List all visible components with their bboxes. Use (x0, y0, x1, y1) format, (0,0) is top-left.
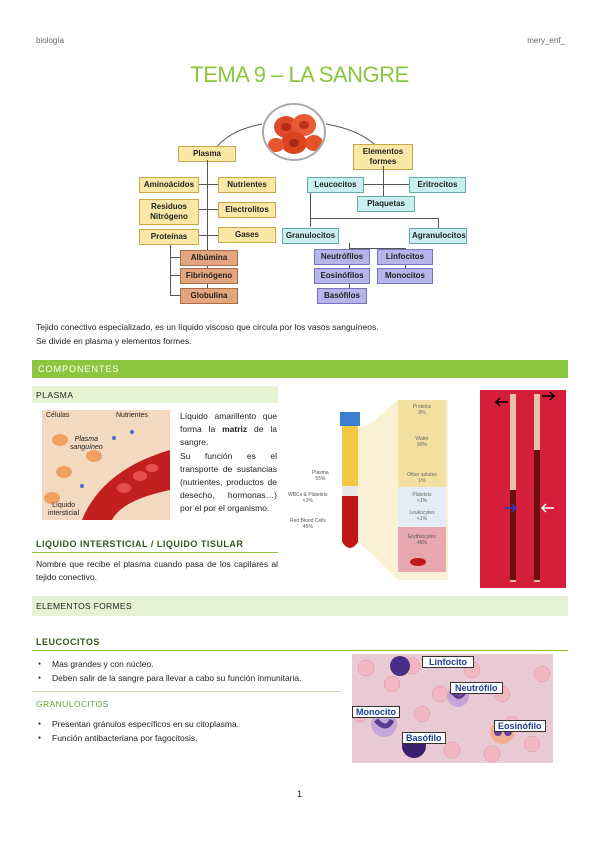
node-gases: Gases (218, 227, 276, 243)
node-linfocitos: Linfocitos (377, 249, 433, 265)
granulocitos-list: Presentan gránulos específicos en su cit… (38, 717, 348, 745)
label-eosinofilo: Eosinófilo (494, 720, 546, 732)
node-globulina: Globulina (180, 288, 238, 304)
label-linfocito: Linfocito (422, 656, 474, 668)
label-neutrofilo: Neutrófilo (450, 682, 503, 694)
granulocitos-heading: GRANULOCITOS (36, 699, 109, 709)
leucocitos-list: Mas grandes y con núcleo. Deben salir de… (38, 657, 348, 685)
node-plaquetas: Plaquetas (357, 196, 415, 212)
node-fibrinogeno: Fibrinógeno (180, 268, 238, 284)
node-eritrocitos: Eritrocitos (409, 177, 466, 193)
node-basofilos: Basófilos (317, 288, 367, 304)
section-plasma: PLASMA (32, 386, 278, 403)
label-monocito: Monocito (352, 706, 400, 718)
header-right: mery_enf_ (527, 36, 565, 45)
red-blood-cells-image (262, 103, 326, 161)
node-proteinas: Proteínas (139, 229, 199, 245)
connector-arcs (215, 123, 377, 149)
tube-label-leukocytes: Leukocytes<1% (409, 510, 435, 522)
tube-label-wbc: WBCs & Platelets<1% (288, 492, 328, 504)
leucocitos-heading: LEUCOCITOS (36, 637, 100, 647)
node-electrolitos: Electrolitos (218, 202, 276, 218)
list-item: Función antibacteriana por fagocitosis. (38, 731, 348, 745)
node-leucocitos: Leucocitos (307, 177, 364, 193)
plasma-function: Su función es el transporte de sustancia… (180, 451, 277, 513)
node-albumina: Albúmina (180, 250, 238, 266)
liquido-intersticial-text: Nombre que recibe el plasma cuando pasa … (36, 559, 278, 582)
label-celulas: Células (46, 412, 70, 419)
node-eosinofilos: Eosinófilos (314, 268, 370, 284)
node-granulocitos: Granulocitos (282, 228, 339, 244)
section-componentes: COMPONENTES (32, 360, 568, 378)
label-nutrientes: Nutrientes (116, 412, 148, 419)
node-agranulocitos: Agranulocitos (409, 228, 467, 244)
list-item: Mas grandes y con núcleo. (38, 657, 348, 671)
liquido-intersticial-heading: LIQUIDO INTERSTICIAL / LIQUIDO TISULAR (36, 539, 244, 549)
node-aminoacidos: Aminoácidos (139, 177, 199, 193)
list-item: Deben salir de la sangre para llevar a c… (38, 671, 348, 685)
label-basofilo: Basófilo (402, 732, 446, 744)
section-elementos-formes: ELEMENTOS FORMES (32, 596, 568, 616)
leukocytes-micrograph: Linfocito Neutrófilo Monocito Eosinófilo… (352, 654, 553, 763)
hematocrit-tubes-photo (480, 390, 566, 588)
header-left: biología (36, 36, 65, 45)
intro-text: Tejido conectivo especializado, es un lí… (36, 322, 379, 346)
page-title: TEMA 9 – LA SANGRE (190, 62, 409, 87)
page-number: 1 (296, 789, 302, 799)
node-neutrofilos: Neutrófilos (314, 249, 370, 265)
node-monocitos: Monocitos (377, 268, 433, 284)
tube-label-platelets: Platelets<1% (412, 492, 432, 504)
plasma-definition: Líquido amarillento que forma la matriz … (180, 411, 277, 447)
list-item: Presentan gránulos específicos en su cit… (38, 717, 348, 731)
node-nutrientes: Nutrientes (218, 177, 276, 193)
